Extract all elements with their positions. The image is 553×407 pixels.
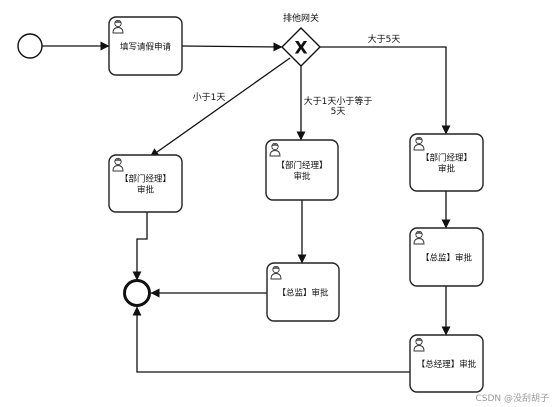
condition-label-mid: 大于1天小于等于 xyxy=(304,95,373,107)
user-icon xyxy=(112,19,124,34)
user-task-dept-a: 【部门经理】审批 xyxy=(108,154,183,213)
flow-gm-c-to-end xyxy=(132,306,410,373)
condition-label-mid: 5天 xyxy=(331,107,346,117)
task-label: 审批 xyxy=(293,171,311,182)
watermark: CSDN @没刮胡子 xyxy=(475,392,549,404)
task-box xyxy=(108,154,183,213)
task-box xyxy=(409,227,484,287)
flow-gateway-to-dept-c xyxy=(320,46,451,135)
user-task-director-c: 【总监】审批 xyxy=(409,227,484,287)
gateway-x-mark: X xyxy=(294,39,307,59)
user-icon xyxy=(413,230,425,245)
user-icon xyxy=(269,142,281,157)
task-label: 【部门经理】 xyxy=(276,160,327,171)
end-event xyxy=(123,279,151,307)
user-icon xyxy=(413,337,425,352)
condition-label-lt1: 小于1天 xyxy=(193,92,226,103)
user-icon xyxy=(270,265,282,280)
task-box xyxy=(266,262,340,322)
start-event xyxy=(17,33,43,59)
user-tasks: 填写请假申请【部门经理】审批【部门经理】审批【总监】审批【部门经理】审批【总监】… xyxy=(108,16,484,393)
task-box xyxy=(409,334,484,393)
user-task-apply: 填写请假申请 xyxy=(108,16,183,76)
user-icon xyxy=(413,136,425,151)
task-label: 审批 xyxy=(438,164,456,175)
task-label: 【总监】审批 xyxy=(277,288,329,299)
sequence-flows xyxy=(42,41,451,373)
gateway-label: 排他网关 xyxy=(283,12,319,24)
user-task-director-b: 【总监】审批 xyxy=(266,262,340,322)
task-label: 审批 xyxy=(137,185,155,196)
task-box xyxy=(409,133,484,192)
user-icon xyxy=(112,157,124,172)
task-label: 【总经理】审批 xyxy=(417,359,477,370)
task-label: 【总监】审批 xyxy=(421,253,473,264)
flow-gateway-to-dept-a xyxy=(149,57,291,158)
task-label: 【部门经理】 xyxy=(120,174,171,185)
task-label: 【部门经理】 xyxy=(421,153,472,164)
user-task-dept-c: 【部门经理】审批 xyxy=(409,133,484,192)
task-label: 填写请假申请 xyxy=(120,42,172,53)
condition-label-gt5: 大于5天 xyxy=(368,33,401,45)
user-task-gm-c: 【总经理】审批 xyxy=(409,334,484,393)
flow-dept-a-to-end xyxy=(132,212,148,281)
task-box xyxy=(108,16,183,76)
user-task-dept-b: 【部门经理】审批 xyxy=(265,139,339,201)
task-box xyxy=(265,139,339,201)
flow-apply-to-gateway xyxy=(181,42,283,52)
